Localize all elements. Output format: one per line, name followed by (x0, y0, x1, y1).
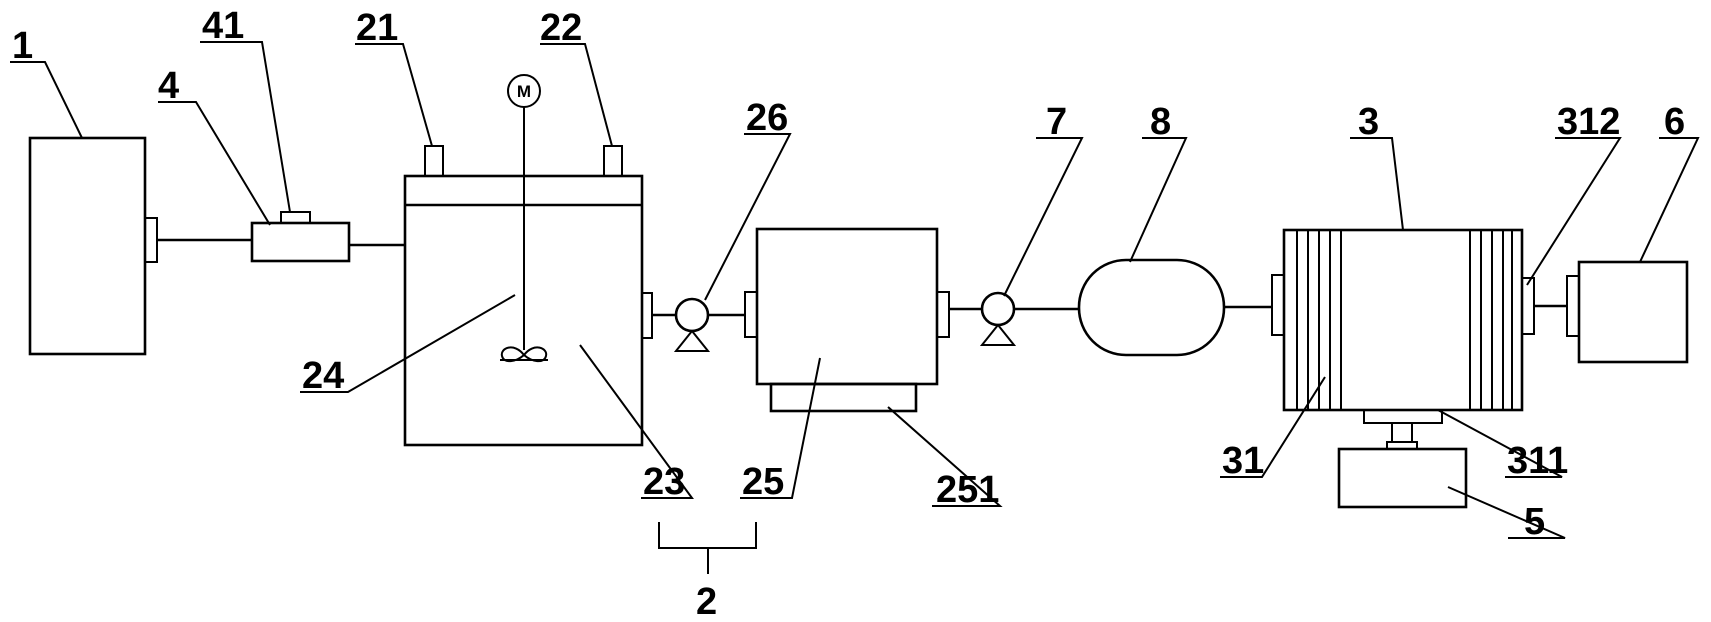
component-1 (28, 136, 158, 356)
motor-letter: M (517, 82, 531, 101)
label-2: 2 (696, 581, 717, 622)
component-25 (744, 227, 950, 413)
pump-26 (673, 297, 711, 352)
label-5: 5 (1524, 501, 1545, 543)
pump-7 (979, 291, 1017, 346)
reference-labels: 1 4 41 21 22 24 23 25 2 26 251 7 8 3 312… (12, 5, 1685, 622)
label-41: 41 (202, 5, 244, 47)
label-24: 24 (302, 355, 344, 397)
component-8 (1077, 258, 1226, 357)
label-4: 4 (158, 65, 179, 107)
component-4 (250, 211, 351, 263)
agitator-24 (500, 107, 548, 363)
mixing-tank-23 (403, 145, 653, 447)
component-5 (1337, 447, 1468, 509)
motor-icon: M (507, 74, 541, 108)
label-312: 312 (1557, 101, 1620, 143)
label-26: 26 (746, 97, 788, 139)
label-22: 22 (540, 7, 582, 49)
leader-lines (10, 41, 1700, 574)
label-311: 311 (1507, 440, 1568, 482)
label-31: 31 (1222, 440, 1264, 482)
label-23: 23 (643, 461, 685, 503)
label-251: 251 (936, 469, 999, 511)
label-1: 1 (12, 25, 33, 67)
label-3: 3 (1358, 101, 1379, 143)
label-8: 8 (1150, 101, 1171, 143)
label-6: 6 (1664, 101, 1685, 143)
component-6 (1566, 260, 1689, 364)
component-3 (1271, 228, 1535, 450)
label-7: 7 (1046, 101, 1067, 143)
label-25: 25 (742, 461, 784, 503)
label-21: 21 (356, 7, 398, 49)
